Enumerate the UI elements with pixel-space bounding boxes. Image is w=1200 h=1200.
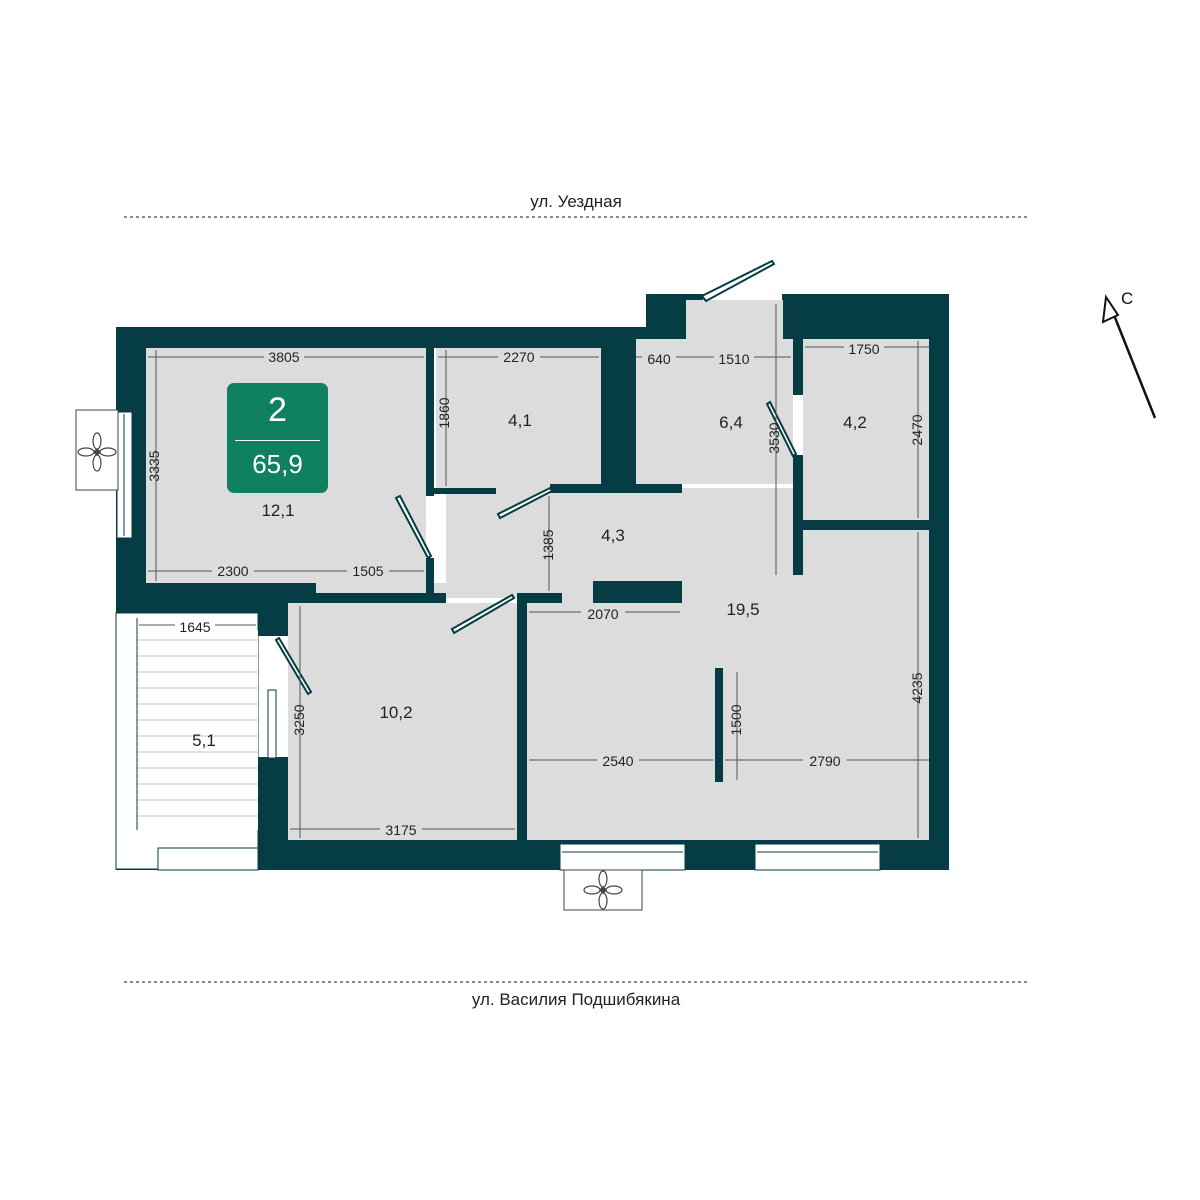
dimension-labels: 3805 2270 640 1510 1750 2300 1505 2070 1… [175,341,884,838]
room-labels: 12,1 4,1 6,4 4,2 4,3 19,5 10,2 5,1 [192,411,867,750]
ac-unit-icon [75,409,119,491]
dim-1505: 1505 [352,563,383,579]
ac-unit-icon [563,869,643,911]
room-area-bathroom-right: 4,2 [843,413,867,432]
windows [116,411,881,871]
apartment-badge: 2 65,9 [227,383,328,493]
dim-3250: 3250 [291,704,307,735]
dim-2790: 2790 [809,753,840,769]
interior-walls [316,339,929,870]
dim-3335: 3335 [146,450,162,481]
dim-640: 640 [647,351,671,367]
room-area-bedroom-bottom: 10,2 [379,703,412,722]
room-area-bathroom-top: 4,1 [508,411,532,430]
room-area-bedroom-left: 12,1 [261,501,294,520]
dimension-labels-vertical: 3335 1860 3530 2470 1385 3250 4235 1500 [146,397,925,735]
room-area-hall-entry: 6,4 [719,413,743,432]
compass-arrow-icon [1101,294,1157,419]
dim-1645: 1645 [179,619,210,635]
room-count: 2 [268,391,287,429]
doors [274,259,798,696]
dim-2470: 2470 [909,414,925,445]
dim-1510: 1510 [718,351,749,367]
loggia-lines [137,639,258,817]
dim-2270: 2270 [503,349,534,365]
dim-3805: 3805 [268,349,299,365]
dim-2540: 2540 [602,753,633,769]
dim-3175: 3175 [385,822,416,838]
room-area-corridor: 4,3 [601,526,625,545]
dim-2300: 2300 [217,563,248,579]
dim-4235: 4235 [909,672,925,703]
dim-3530: 3530 [766,422,782,453]
room-area-living-kitchen: 19,5 [726,600,759,619]
room-area-loggia: 5,1 [192,731,216,750]
dim-1500: 1500 [728,704,744,735]
street-name-bottom: ул. Василия Подшибякина [471,990,681,1009]
dim-1750: 1750 [848,341,879,357]
total-area: 65,9 [252,449,303,479]
dim-2070: 2070 [587,606,618,622]
dim-1385: 1385 [540,529,556,560]
badge-divider [235,440,320,441]
dim-1860: 1860 [436,397,452,428]
compass-label: С [1121,289,1133,308]
street-name-top: ул. Уездная [530,192,622,211]
